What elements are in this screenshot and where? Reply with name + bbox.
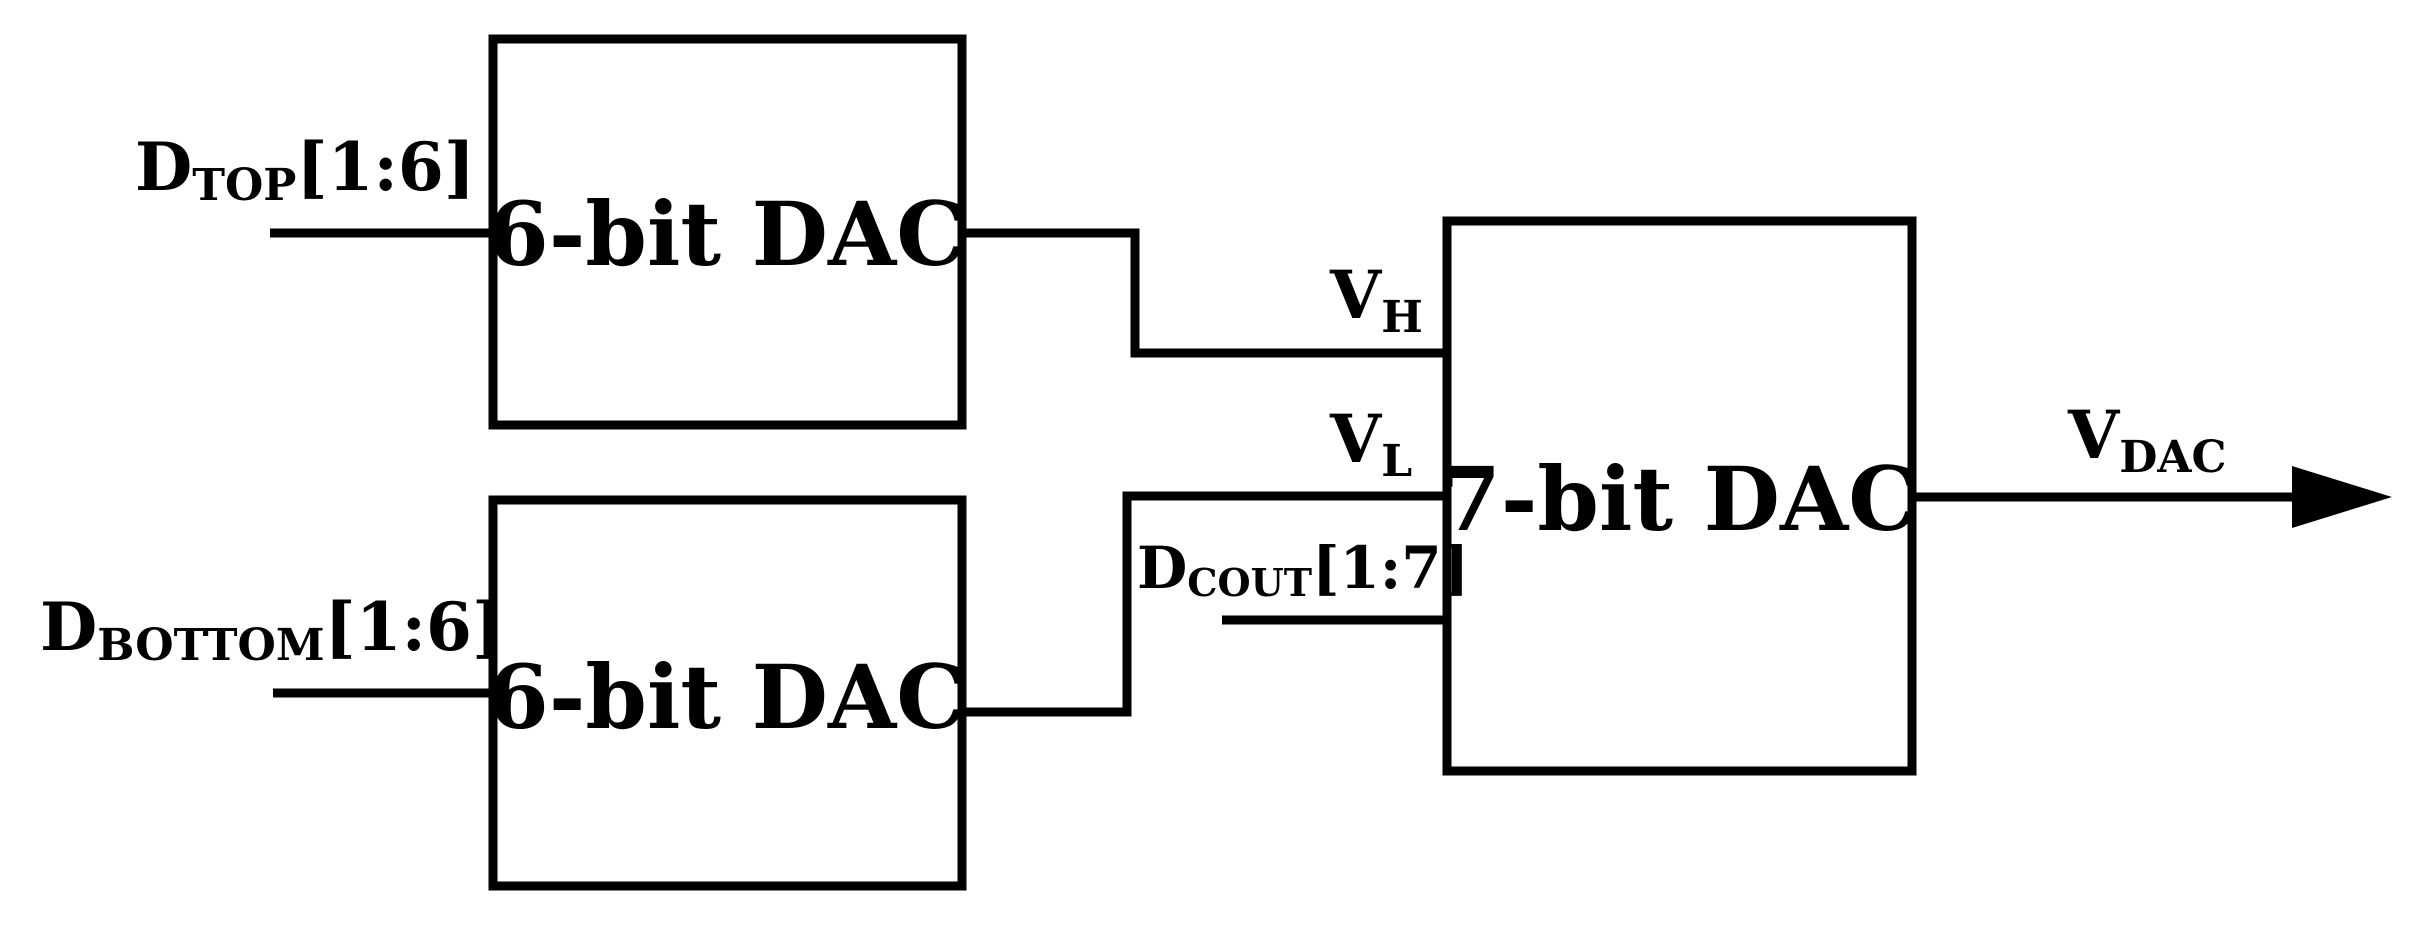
d-cout-label: DCOUT[1:7] [1137, 534, 1469, 605]
bottom-6bit-dac-block [488, 495, 967, 891]
d-top-label: DTOP[1:6] [135, 128, 475, 211]
output-arrowhead-icon [2292, 466, 2392, 528]
bottom-dac-label: 6-bit DAC [488, 645, 967, 749]
vh-wire [962, 228, 1447, 358]
v-h-label: VH [1329, 256, 1423, 343]
v-dac-label: VDAC [2067, 396, 2227, 483]
v-l-label: VL [1329, 400, 1412, 487]
d-bottom-label: DBOTTOM[1:6] [40, 588, 503, 671]
top-6bit-dac-block [488, 34, 967, 430]
vl-wire [962, 491, 1447, 717]
main-7bit-dac-block [1442, 216, 1917, 776]
top-dac-label: 6-bit DAC [488, 182, 967, 286]
main-dac-label: 7-bit DAC [1440, 447, 1919, 551]
